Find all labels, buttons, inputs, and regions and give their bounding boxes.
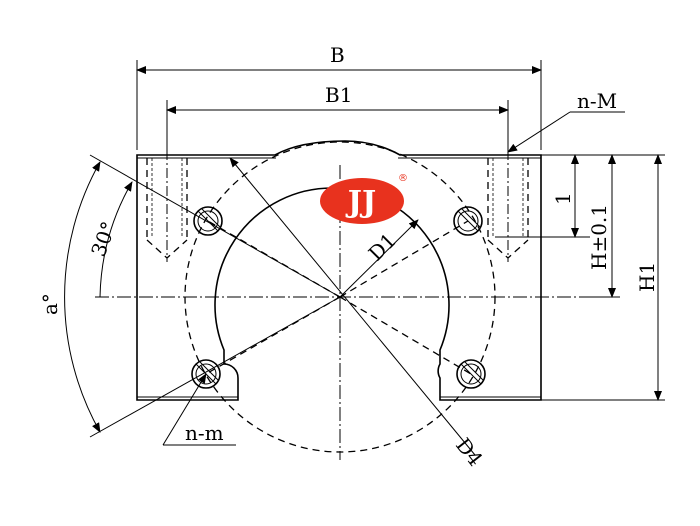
label-H-tolerance: H±0.1 (587, 204, 611, 270)
mounting-hole-top-left (193, 206, 223, 236)
label-B1: B1 (325, 83, 352, 107)
threaded-hole-right (487, 150, 529, 262)
leader-D1: D1 (339, 219, 419, 298)
brand-logo: JJ ® (320, 173, 408, 224)
radial-line-bottom-right (339, 296, 472, 375)
leader-nm: n-m (162, 373, 236, 446)
dimension-H: H±0.1 (587, 154, 620, 298)
mounting-hole-bottom-left (191, 359, 221, 389)
dimension-H1: H1 (541, 154, 665, 401)
label-H1: H1 (635, 262, 659, 292)
registered-mark: ® (398, 173, 408, 184)
label-a-angle: a° (38, 293, 62, 315)
dimension-B1: B1 (166, 83, 509, 150)
label-nm: n-m (185, 421, 224, 445)
label-D4: D4 (451, 433, 488, 470)
mounting-hole-bottom-right (456, 359, 486, 389)
radial-line-right (339, 220, 469, 298)
logo-text: JJ (345, 185, 376, 220)
leader-nM: n-M (507, 89, 625, 153)
label-1: 1 (551, 192, 575, 205)
label-D1: D1 (364, 228, 401, 265)
dimension-1: 1 (495, 154, 590, 238)
threaded-hole-left (146, 150, 188, 262)
dimension-B: B (136, 43, 542, 150)
label-B: B (330, 43, 345, 67)
label-nM: n-M (577, 89, 617, 113)
label-30-degree: 30° (86, 218, 121, 260)
angle-dimension: a° 30° (38, 154, 341, 438)
